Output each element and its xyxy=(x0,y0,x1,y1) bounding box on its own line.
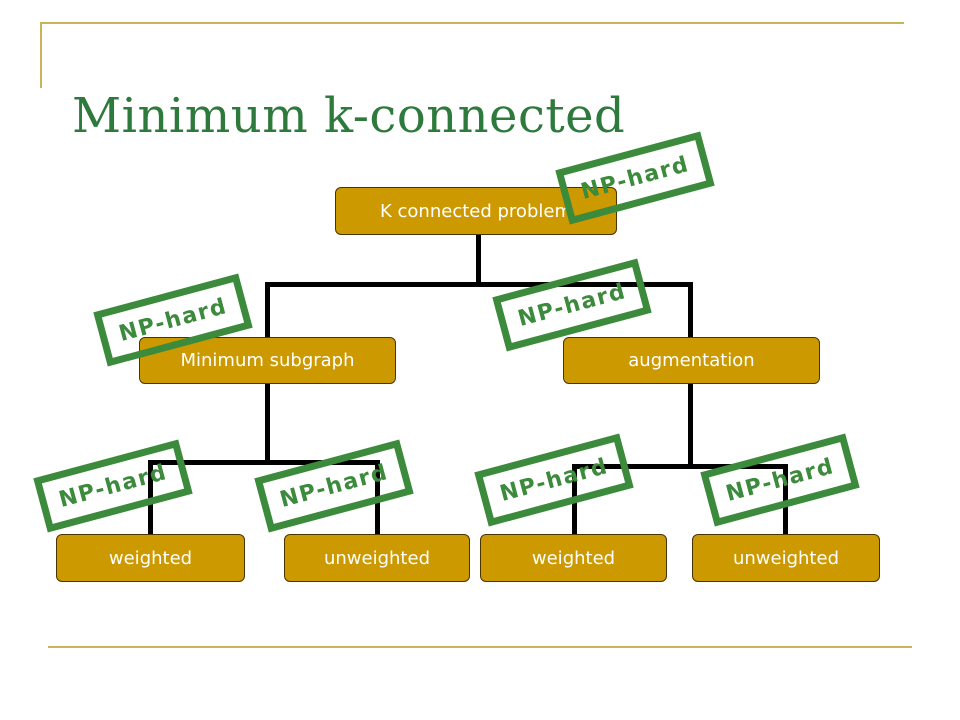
node-right-weighted: weighted xyxy=(480,534,667,582)
node-minimum-subgraph: Minimum subgraph xyxy=(139,337,396,384)
slide-title: Minimum k-connected xyxy=(72,88,626,144)
np-hard-stamp-left-weighted: NP-hard xyxy=(33,439,193,533)
connector-level1-horizontal xyxy=(265,282,693,287)
np-hard-stamp-right-weighted: NP-hard xyxy=(474,433,634,527)
connector-right-down xyxy=(688,383,693,467)
frame-top-line xyxy=(40,22,904,24)
np-hard-stamp-left-unweighted: NP-hard xyxy=(254,439,414,533)
connector-left-down xyxy=(265,383,270,463)
node-augmentation: augmentation xyxy=(563,337,820,384)
node-right-unweighted: unweighted xyxy=(692,534,880,582)
frame-left-line xyxy=(40,22,42,88)
connector-root-down xyxy=(476,233,481,285)
np-hard-stamp-root: NP-hard xyxy=(555,131,715,225)
connector-right-drop xyxy=(688,282,693,338)
frame-bottom-line xyxy=(48,646,912,648)
connector-right-weighted-drop xyxy=(572,464,577,536)
connector-left-unweighted-drop xyxy=(375,460,380,536)
connector-left-weighted-drop xyxy=(148,460,153,536)
np-hard-stamp-right-unweighted: NP-hard xyxy=(700,433,860,527)
connector-right-unweighted-drop xyxy=(783,464,788,536)
connector-right-horizontal xyxy=(572,464,788,469)
connector-left-horizontal xyxy=(148,460,380,465)
node-root: K connected problem xyxy=(335,187,617,235)
node-left-unweighted: unweighted xyxy=(284,534,470,582)
connector-left-drop xyxy=(265,282,270,338)
node-left-weighted: weighted xyxy=(56,534,245,582)
